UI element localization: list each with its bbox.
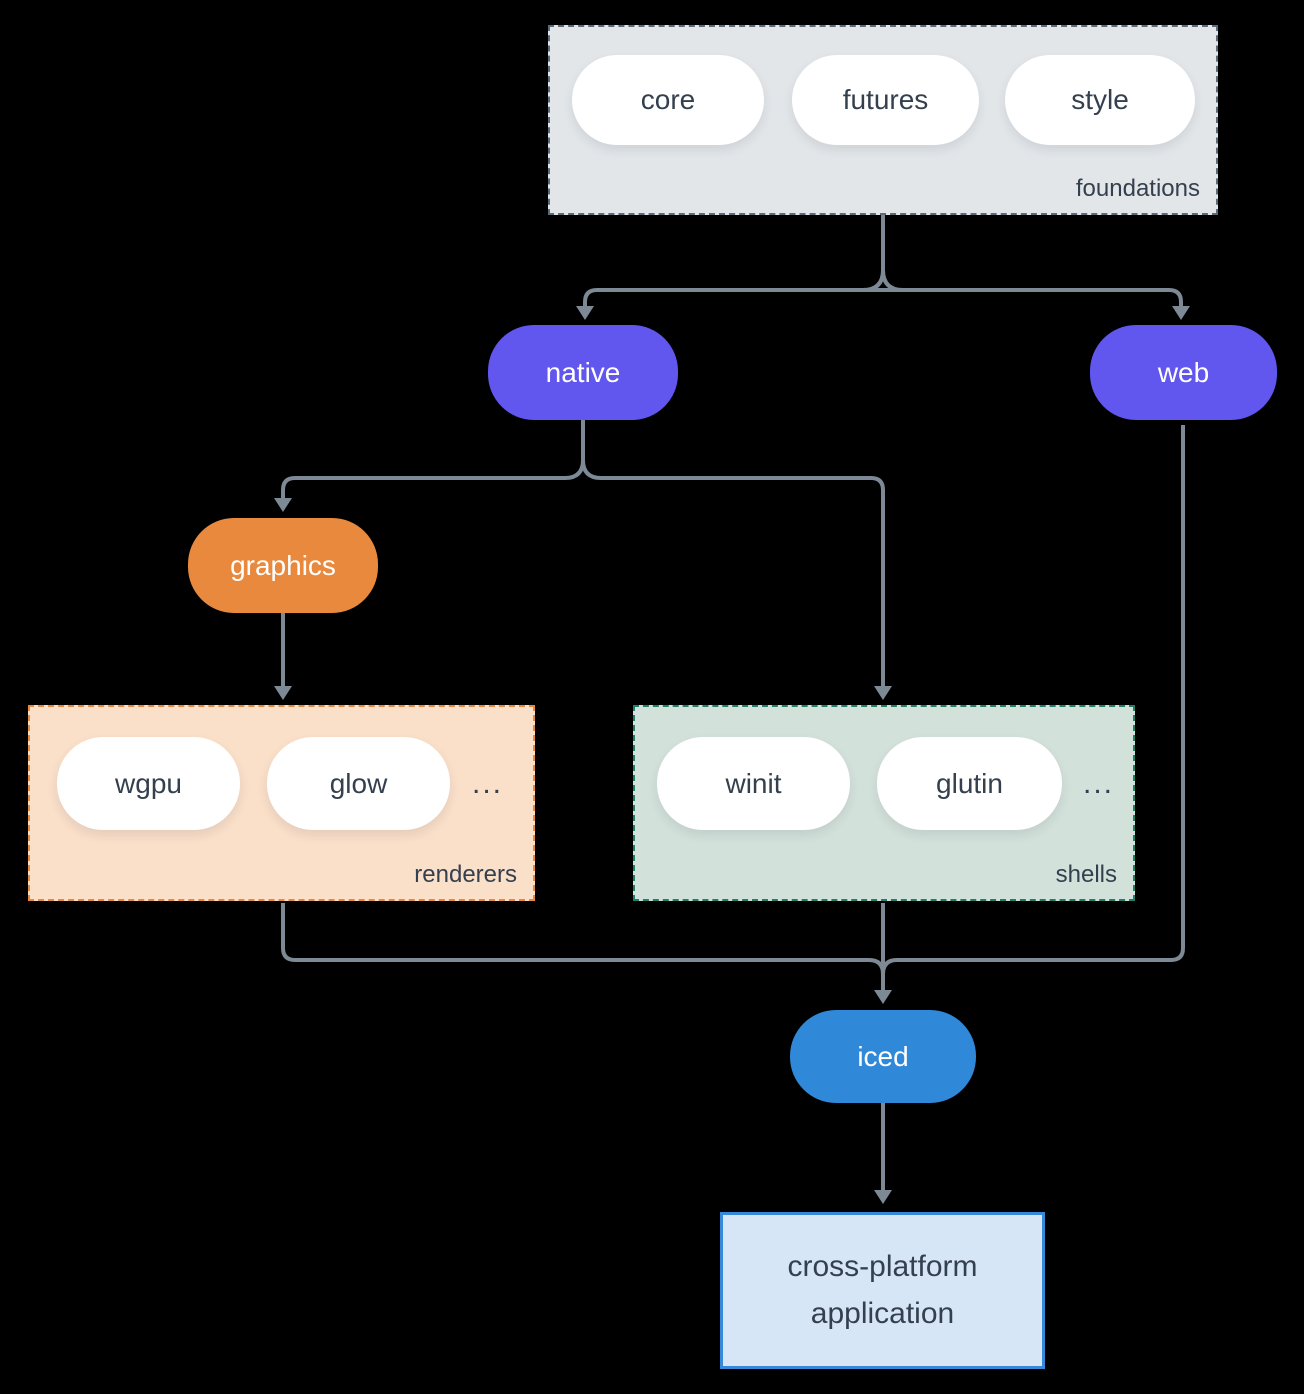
node-winit: winit [657, 737, 850, 830]
node-graphics: graphics [188, 518, 378, 613]
arrowhead-shells [874, 686, 892, 700]
arrowhead-web [1172, 306, 1190, 320]
node-cross-platform-application: cross-platform application [720, 1212, 1045, 1369]
node-wgpu: wgpu [57, 737, 240, 830]
node-iced-label: iced [857, 1040, 909, 1072]
renderers-ellipsis: ... [472, 766, 504, 800]
arrowhead-native [576, 306, 594, 320]
renderers-group: wgpu glow ... renderers [28, 705, 535, 901]
node-core: core [572, 55, 764, 145]
node-wgpu-label: wgpu [115, 767, 182, 799]
node-style: style [1005, 55, 1195, 145]
node-native-label: native [545, 356, 621, 388]
foundations-label: foundations [1075, 175, 1200, 202]
node-glow: glow [267, 737, 450, 830]
node-iced: iced [790, 1010, 976, 1103]
arrow-merge-to-iced [281, 425, 1185, 990]
node-style-label: style [1071, 84, 1129, 115]
node-graphics-label: graphics [230, 549, 336, 581]
renderers-label: renderers [414, 861, 517, 888]
arrowheads [274, 306, 1190, 1204]
arrowhead-app [874, 1190, 892, 1204]
arrowhead-graphics [274, 498, 292, 512]
node-winit-label: winit [725, 767, 782, 799]
node-futures-label: futures [842, 84, 929, 115]
foundations-group: core futures style foundations [548, 25, 1218, 215]
arrow-foundations-split [583, 215, 1183, 306]
app-label: cross-platform application [787, 1250, 978, 1330]
shells-label: shells [1055, 861, 1117, 888]
node-glutin-label: glutin [936, 767, 1003, 799]
arrowhead-renderers [274, 686, 292, 700]
node-glow-label: glow [329, 767, 388, 799]
node-native: native [488, 325, 678, 420]
node-futures: futures [792, 55, 979, 145]
node-web: web [1090, 325, 1277, 420]
node-core-label: core [640, 84, 696, 115]
node-glutin: glutin [877, 737, 1062, 830]
arrowhead-iced [874, 990, 892, 1004]
node-web-label: web [1157, 356, 1210, 388]
arrow-native-split [281, 420, 885, 686]
shells-ellipsis: ... [1083, 766, 1115, 800]
shells-group: winit glutin ... shells [633, 705, 1135, 901]
